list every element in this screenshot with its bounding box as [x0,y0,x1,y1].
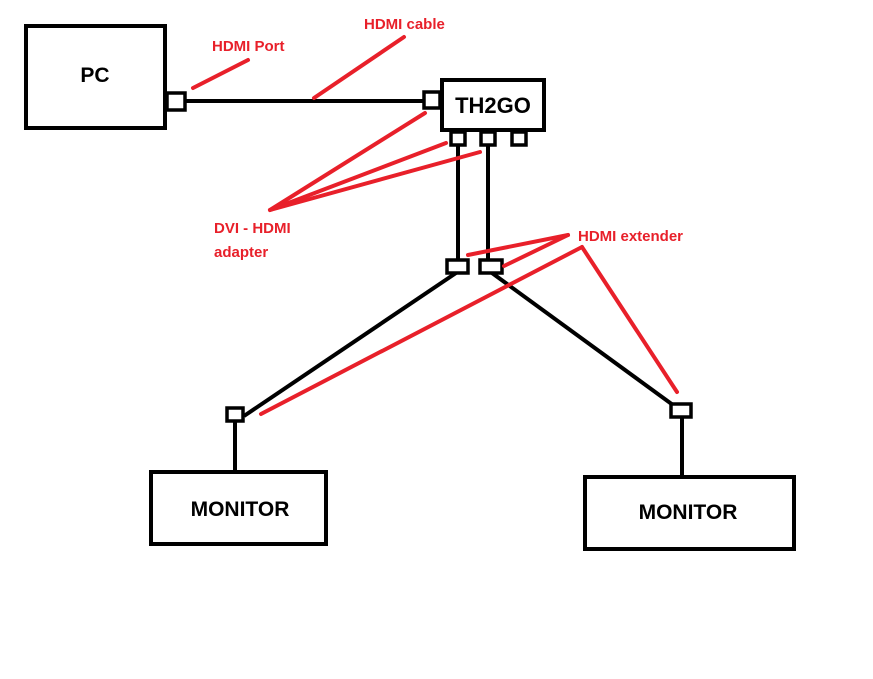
pc-hdmi-port [165,91,187,112]
pointer-dvi-hdmi-2 [268,141,448,212]
pc-label: PC [80,64,109,87]
th2go-label: TH2GO [455,93,531,118]
hdmi-extender-rx-left [225,406,245,423]
th2go-output-port-3 [510,130,528,147]
annotation-dvi-hdmi-line2: adapter [214,244,268,261]
pointer-hdmi-extender-rx-left [259,245,584,416]
th2go-output-port-2 [479,130,497,147]
hdmi-extender-tx-2 [478,258,504,275]
monitor-right-box [583,475,796,551]
hdmi-extender-tx-1 [445,258,470,275]
annotation-dvi-hdmi-line1: DVI - HDMI [214,220,291,237]
pointer-dvi-hdmi-3 [268,150,482,212]
pointer-hdmi-extender-rx-right [580,245,679,394]
annotation-hdmi-port: HDMI Port [212,38,285,55]
monitor-right-label: MONITOR [639,501,738,524]
pointer-hdmi-port [191,58,250,90]
th2go-input-port [422,90,442,110]
th2go-box [440,78,546,132]
monitor-left-label: MONITOR [191,498,290,521]
pointer-hdmi-extender-tx-1 [466,233,570,257]
th2go-output-port-1 [449,130,467,147]
pc-box [24,24,167,130]
pointer-hdmi-cable [312,35,406,100]
annotation-hdmi-extender: HDMI extender [578,228,683,245]
annotation-hdmi-cable: HDMI cable [364,16,445,33]
extender-cable-left [242,271,458,418]
hdmi-extender-rx-right [669,402,693,419]
monitor-left-box [149,470,328,546]
pointer-dvi-hdmi-1 [268,111,427,212]
pointer-hdmi-extender-tx-2 [502,233,570,268]
extender-cable-right [490,271,675,407]
